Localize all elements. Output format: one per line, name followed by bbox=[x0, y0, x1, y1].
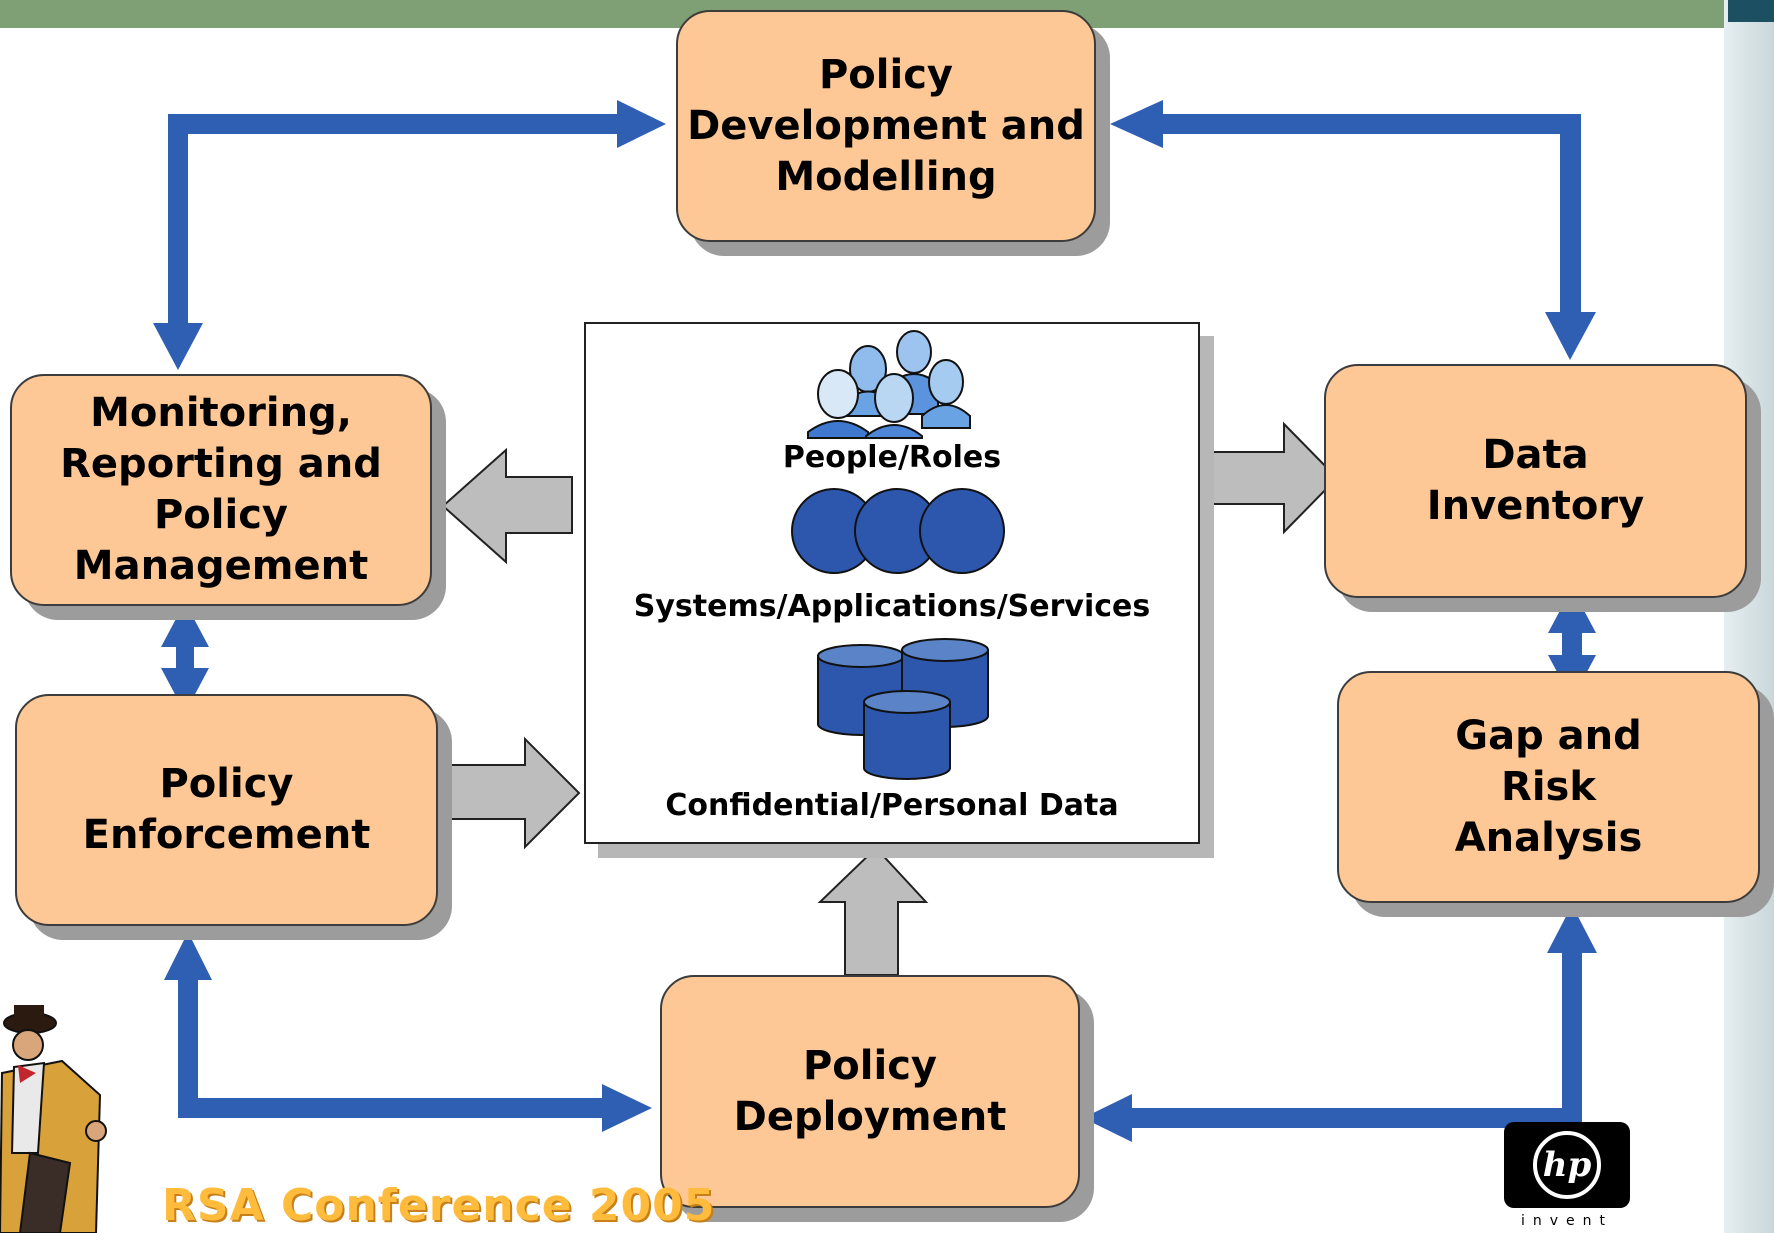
block-arrow-to-data-inventory bbox=[1205, 421, 1339, 535]
connector-dev-monitoring bbox=[153, 100, 666, 370]
node-gap-risk-analysis[interactable]: Gap and Risk Analysis bbox=[1337, 671, 1760, 903]
hp-tagline: invent bbox=[1520, 1213, 1614, 1229]
people-roles-label: People/Roles bbox=[782, 440, 1002, 475]
mascot-illustration bbox=[0, 1005, 107, 1233]
slide-side-strip bbox=[1724, 0, 1774, 1233]
block-arrow-to-monitoring bbox=[441, 447, 573, 565]
connector-enforcement-deployment bbox=[164, 932, 652, 1132]
slide-side-strip-cap bbox=[1728, 0, 1774, 22]
connector-dev-inventory bbox=[1110, 100, 1596, 360]
connector-monitoring-enforcement bbox=[161, 602, 209, 713]
connector-gap-deployment bbox=[1083, 905, 1597, 1142]
node-policy-enforcement-label: Policy Enforcement bbox=[82, 761, 371, 858]
center-panel-graphics bbox=[791, 330, 1005, 780]
data-store-icon bbox=[817, 638, 989, 780]
center-panel: People/Roles Systems/Applications/Servic… bbox=[584, 322, 1200, 844]
node-policy-development-label: Policy Development and Modelling bbox=[687, 51, 1085, 200]
data-label: Confidential/Personal Data bbox=[665, 788, 1119, 823]
node-monitoring-reporting-label: Monitoring, Reporting and Policy Managem… bbox=[60, 390, 382, 589]
conference-logo: RSA Conference 2005 bbox=[162, 1180, 716, 1231]
hp-logo-mark: hp bbox=[1533, 1131, 1601, 1199]
block-arrow-from-enforcement bbox=[447, 736, 581, 850]
hp-logo: hp bbox=[1504, 1122, 1630, 1208]
node-monitoring-reporting[interactable]: Monitoring, Reporting and Policy Managem… bbox=[10, 374, 432, 606]
node-policy-development[interactable]: Policy Development and Modelling bbox=[676, 10, 1096, 242]
people-roles-icon bbox=[807, 330, 971, 439]
node-policy-deployment[interactable]: Policy Deployment bbox=[660, 975, 1080, 1208]
systems-icon bbox=[791, 488, 1005, 574]
node-policy-deployment-label: Policy Deployment bbox=[733, 1042, 1007, 1140]
block-arrow-from-deployment bbox=[817, 846, 929, 976]
node-data-inventory[interactable]: Data Inventory bbox=[1324, 364, 1747, 598]
systems-label: Systems/Applications/Services bbox=[633, 589, 1151, 624]
node-gap-risk-analysis-label: Gap and Risk Analysis bbox=[1454, 712, 1643, 861]
node-policy-enforcement[interactable]: Policy Enforcement bbox=[15, 694, 438, 926]
node-data-inventory-label: Data Inventory bbox=[1426, 432, 1645, 529]
